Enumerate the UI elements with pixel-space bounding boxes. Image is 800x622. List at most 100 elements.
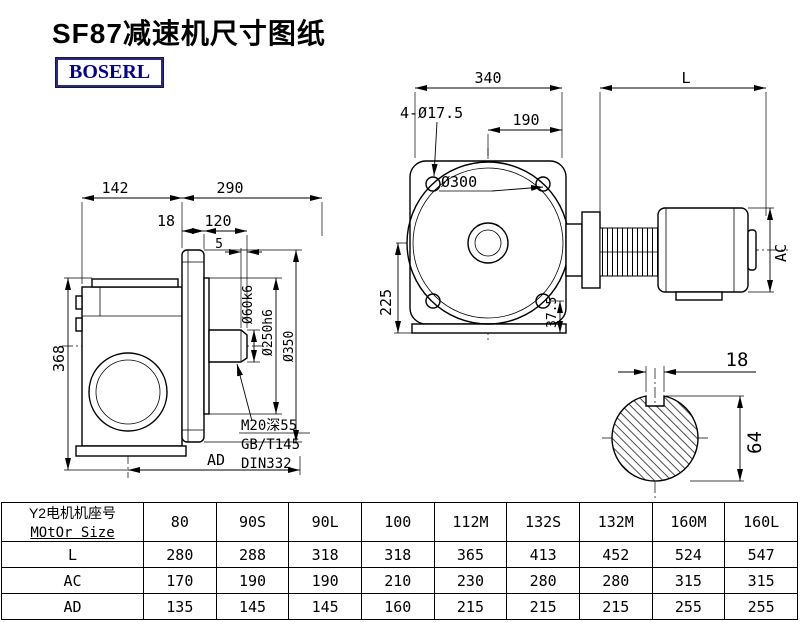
col-header: 80: [143, 502, 217, 542]
dim-circle-300-label: Ø300: [441, 173, 477, 191]
table-row-L: L 280 288 318 318 365 413 452 524 547: [1, 541, 798, 568]
motor-body: [657, 207, 749, 293]
value-cell: 190: [288, 567, 362, 594]
table-row-AD: AD 135 145 145 160 215 215 215 255 255: [1, 593, 798, 620]
dim-bolt-holes: 4-Ø17.5: [400, 104, 463, 177]
row-label: AD: [1, 593, 144, 620]
bolt-hole: [425, 176, 441, 192]
value-cell: 210: [360, 567, 435, 594]
value-cell: 280: [506, 567, 580, 594]
dim-bolt-holes-label: 4-Ø17.5: [400, 104, 463, 122]
flange-spigot: [203, 277, 210, 415]
value-cell: 547: [724, 541, 798, 568]
dim-5: 5: [215, 237, 262, 255]
motor-flange: [581, 211, 601, 289]
page-title: SF87减速机尺寸图纸: [52, 18, 326, 49]
value-cell: 145: [215, 593, 290, 620]
dim-18-label: 18: [157, 212, 175, 230]
gearbox-body: [75, 278, 187, 457]
dim-L-label: L: [681, 69, 690, 87]
dim-L: L: [600, 69, 766, 91]
col-header: 112M: [433, 502, 508, 542]
dim-340: 340: [415, 69, 562, 91]
flange-base: [411, 323, 567, 334]
dim-142: 142: [82, 179, 182, 201]
shaft-end-notes: M20深55 GB/T145 DIN332: [236, 363, 310, 472]
dim-64-label: 64: [744, 431, 766, 454]
dimension-table: Y2电机机座号 MOtOr Size 80 90S 90L 100 112M 1…: [1, 502, 798, 620]
body-rib: [75, 317, 83, 332]
dim-18: 18: [157, 212, 204, 234]
value-cell: 280: [143, 541, 217, 568]
motor-end-cap: [747, 229, 757, 271]
dim-368: 368: [50, 277, 128, 471]
dim-142-label: 142: [101, 179, 128, 197]
value-cell: 315: [724, 567, 798, 594]
value-cell: 318: [360, 541, 435, 568]
motor-size-header-en: MOtOr Size: [30, 525, 115, 541]
value-cell: 524: [651, 541, 726, 568]
col-header: 132S: [506, 502, 580, 542]
output-shaft: [208, 329, 248, 363]
value-cell: 215: [578, 593, 653, 620]
dim-5-label: 5: [215, 237, 223, 252]
value-cell: 215: [506, 593, 580, 620]
side-view-dimensions: 142 290 18 120 5: [50, 179, 323, 475]
dim-key-width-label: 18: [726, 349, 749, 371]
dim-AD-label: AD: [207, 451, 225, 469]
value-cell: 145: [288, 593, 362, 620]
row-label: AC: [1, 567, 144, 594]
mounting-flange-square: [406, 160, 570, 334]
brand-logo: BOSERL: [54, 57, 165, 88]
value-cell: 170: [143, 567, 217, 594]
motor-adapter: [565, 223, 583, 277]
dim-shaft-diameter-label: Ø60k6: [241, 285, 256, 324]
dim-37-5: 37.5: [545, 297, 564, 333]
dim-190-label: 190: [512, 111, 539, 129]
value-cell: 160: [360, 593, 435, 620]
value-cell: 135: [143, 593, 217, 620]
col-header: 100: [360, 502, 435, 542]
motor-size-header-cell: Y2电机机座号 MOtOr Size: [1, 502, 144, 542]
dim-290: 290: [182, 179, 322, 201]
technical-drawing: 142 290 18 120 5: [50, 69, 790, 498]
value-cell: 190: [215, 567, 290, 594]
dim-120: 120: [204, 212, 247, 234]
worm-housing-circle: [88, 352, 168, 432]
worm-housing-inner-circle: [95, 359, 161, 425]
dim-120-label: 120: [204, 212, 231, 230]
col-header: 90S: [215, 502, 290, 542]
dim-flange-diameter: Ø350: [204, 249, 302, 443]
dim-368-label: 368: [50, 345, 68, 372]
row-label: L: [1, 541, 144, 568]
note-tap-label: M20深55: [241, 418, 297, 434]
value-cell: 452: [578, 541, 653, 568]
col-header: 132M: [578, 502, 653, 542]
motor-size-header-cn: Y2电机机座号: [28, 505, 117, 521]
dim-64: 64: [666, 395, 766, 482]
value-cell: 315: [651, 567, 726, 594]
dim-spigot-diameter: Ø250h6: [209, 277, 282, 415]
dim-spigot-diameter-label: Ø250h6: [261, 309, 276, 356]
col-header: 160M: [651, 502, 726, 542]
dim-flange-diameter-label: Ø350: [282, 331, 297, 362]
note-din-label: DIN332: [241, 456, 292, 472]
output-flange: [181, 249, 210, 443]
motor-foot: [675, 291, 723, 301]
output-bore-circle: [467, 222, 509, 264]
dim-AC: AC: [748, 207, 790, 293]
value-cell: 230: [433, 567, 508, 594]
value-cell: 255: [651, 593, 726, 620]
value-cell: 318: [288, 541, 362, 568]
col-header: 160L: [724, 502, 798, 542]
body-base: [75, 445, 187, 457]
col-header: 90L: [288, 502, 362, 542]
value-cell: 215: [433, 593, 508, 620]
dim-340-label: 340: [474, 69, 501, 87]
table-header-row: Y2电机机座号 MOtOr Size 80 90S 90L 100 112M 1…: [1, 502, 798, 542]
value-cell: 280: [578, 567, 653, 594]
side-view: 142 290 18 120 5: [50, 179, 323, 478]
body-top-plate: [91, 278, 179, 288]
motor: [565, 207, 757, 301]
dim-225: 225: [377, 243, 470, 334]
